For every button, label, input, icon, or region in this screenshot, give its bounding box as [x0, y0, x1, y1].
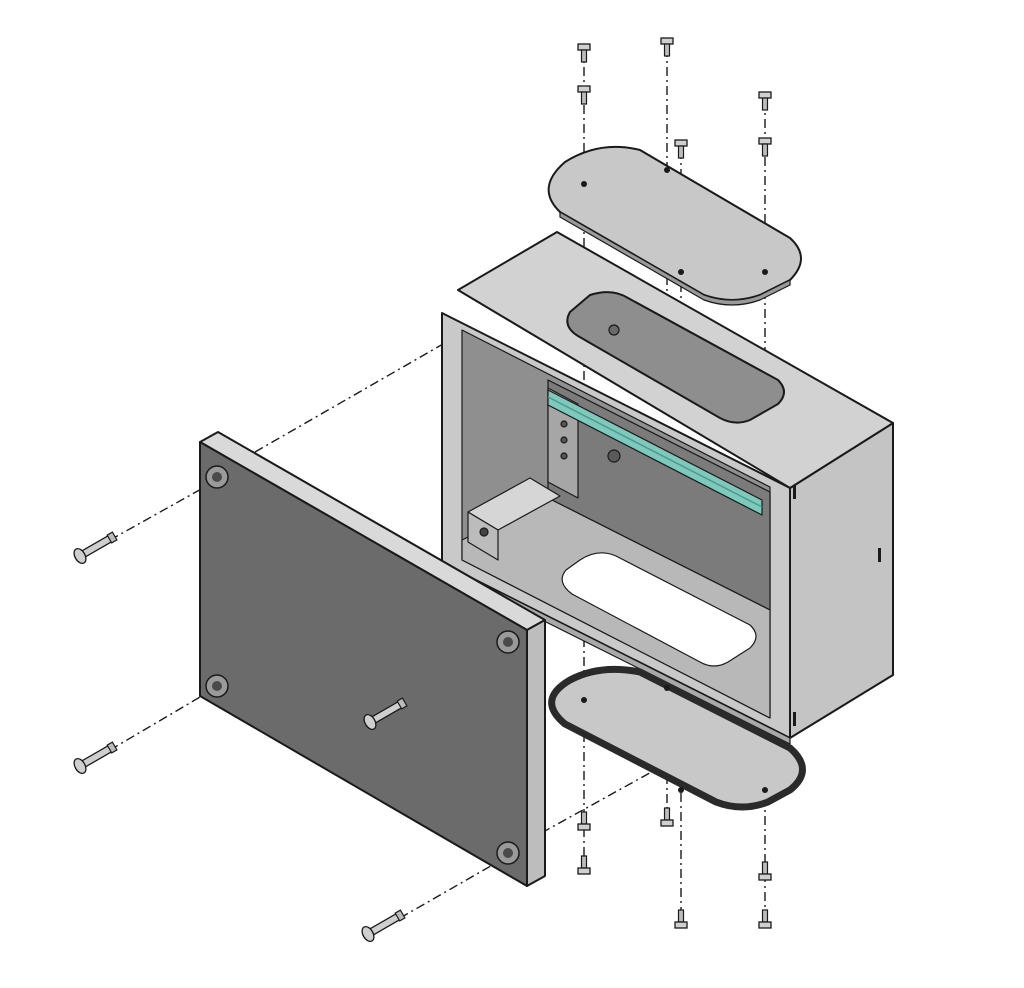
door-recess-4-core [503, 848, 513, 858]
axis-screw-1 [109, 482, 213, 541]
screw-icon [73, 741, 118, 775]
enclosure-top-cutout [566, 291, 785, 424]
plate-hole-1 [581, 181, 587, 187]
gasket-hole-2 [664, 685, 670, 691]
screw-icon [577, 43, 591, 63]
screw-icon [363, 697, 408, 731]
screw-icon [73, 531, 118, 565]
screw-icon [577, 855, 591, 875]
latch-side [878, 548, 881, 562]
gasket-icon [548, 665, 806, 811]
gasket-hole-3 [678, 787, 684, 793]
plate-hole-2 [664, 167, 670, 173]
bracket-hole-2 [560, 436, 568, 444]
earth-block-screw [479, 527, 489, 537]
gland-plate-icon [547, 145, 802, 306]
gasket-hole-4 [762, 787, 768, 793]
door-recess-2-core [212, 681, 222, 691]
bracket-hole-3 [560, 452, 568, 460]
screw-icon [674, 139, 688, 159]
screw-icon [577, 811, 591, 831]
din-rail-edge [547, 396, 763, 508]
enclosure-body-icon [441, 231, 894, 745]
latch-upper [793, 485, 796, 499]
latch-lower [793, 712, 796, 726]
screw-icon [361, 909, 406, 943]
back-wall-hole [607, 449, 621, 463]
screw-icon [758, 91, 772, 111]
screw-icon [758, 861, 772, 881]
plate-hole-4 [762, 269, 768, 275]
screw-icon [758, 137, 772, 157]
bracket-hole-1 [560, 420, 568, 428]
axis-door-upper [254, 339, 451, 453]
screw-icon [660, 37, 674, 57]
door-face [199, 441, 528, 887]
door-screws [73, 531, 408, 943]
bottom-gasket [548, 665, 806, 811]
door-recess-3-core [503, 637, 513, 647]
screw-icon [577, 85, 591, 105]
door-right-edge [526, 619, 546, 887]
door-screw-recesses [205, 465, 520, 865]
axis-screw-4 [399, 854, 511, 919]
door-panel-icon [199, 431, 546, 887]
axis-screw-2 [109, 689, 213, 751]
screw-icon [660, 807, 674, 827]
gasket-hole-1 [581, 697, 587, 703]
screw-icon [758, 909, 772, 929]
enclosure-floor-cutout [561, 552, 757, 667]
top-gland-plate-edge [559, 211, 791, 306]
enclosure-top-hole [608, 324, 620, 336]
gland-plate-screws [577, 37, 772, 929]
screw-icon [674, 909, 688, 929]
plate-hole-3 [678, 269, 684, 275]
door-recess-1-core [212, 472, 222, 482]
